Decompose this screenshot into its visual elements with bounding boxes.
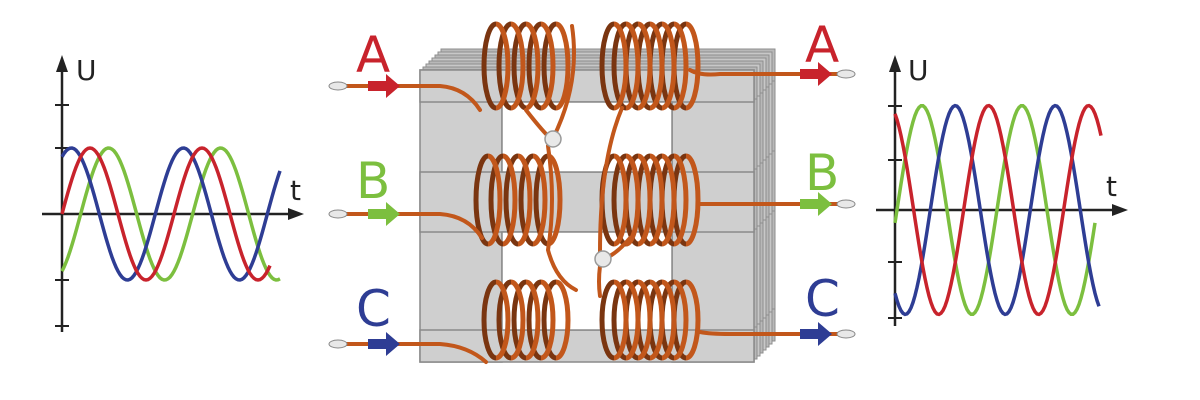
star-point-primary [544,130,562,148]
output-x-axis-label: t [1106,170,1117,203]
input-arrow-a [368,74,400,98]
output-terminal-a [836,69,856,79]
phase-leads [328,24,856,364]
input-x-axis-label: t [290,174,301,207]
input-label-b: B [356,152,390,210]
output-x-axis-arrow [1112,204,1128,216]
input-y-axis-label: U [76,54,97,87]
input-label-c: C [356,280,391,338]
primary-star-wire-3 [545,144,578,292]
output-label-c: C [805,270,840,328]
output-arrow-c [800,322,832,346]
secondary-winding-c [599,279,701,361]
transformer-windings [473,21,701,361]
output-wave-b [893,104,1097,316]
output-wave-a [893,103,1103,317]
output-terminal-b [836,199,856,209]
secondary-star-wire-1 [598,106,624,254]
input-terminal-b [328,209,348,219]
input-voltage-graph: U t [42,54,304,332]
secondary-star-wire-3 [597,264,602,298]
primary-winding-c [481,279,571,361]
input-terminal-c [328,339,348,349]
input-arrow-b [368,202,400,226]
primary-star-wire-1 [554,24,576,134]
output-voltage-graph: U t [876,54,1128,326]
output-terminal-c [836,329,856,339]
output-arrow-a [800,62,832,86]
output-wire-a [688,68,848,77]
secondary-winding-a [599,21,701,111]
input-x-axis-arrow [288,208,304,220]
input-arrow-c [368,332,400,356]
input-wire-b [334,212,484,240]
input-wave-c [60,146,282,282]
output-arrow-b [800,192,832,216]
star-point-secondary [594,250,612,268]
primary-winding-b [473,153,563,247]
output-y-axis-arrow [889,55,901,72]
output-wire-c [698,330,848,336]
input-y-axis-arrow [56,55,68,72]
primary-winding-a [481,21,571,111]
input-wave-a [60,146,272,282]
output-y-axis-label: U [908,54,929,87]
output-label-a: A [805,16,839,74]
input-wire-a [334,84,482,112]
secondary-winding-b [599,153,701,247]
output-label-b: B [805,144,839,202]
output-wave-c [893,103,1101,317]
input-wire-c [334,342,488,364]
input-label-a: A [356,26,390,84]
secondary-star-wire-2 [608,236,632,258]
input-wave-b [60,146,281,282]
input-terminal-a [328,81,348,91]
